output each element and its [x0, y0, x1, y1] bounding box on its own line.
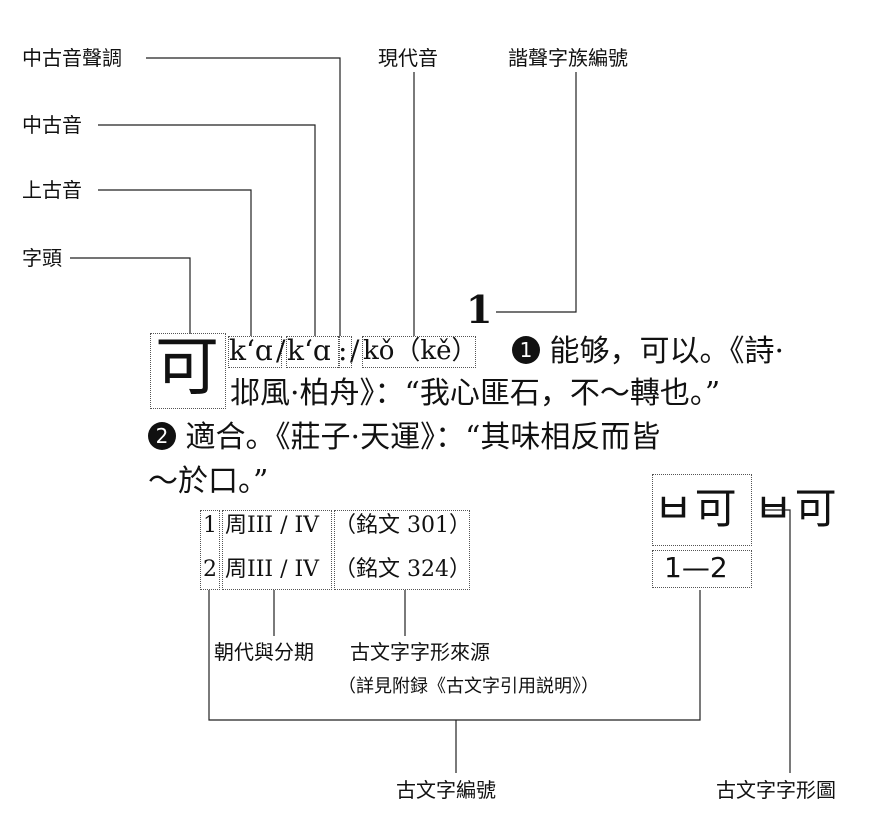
modern-box	[362, 336, 476, 368]
table-num-col	[200, 510, 220, 590]
label-head: 字頭	[22, 246, 62, 270]
head-char-box	[150, 333, 226, 409]
label-source-note: （詳見附録《古文字引用説明》）	[338, 676, 599, 697]
sense1-number: 1	[512, 336, 540, 364]
line-guwen-no	[208, 590, 701, 721]
label-guwen-img: 古文字字形圖	[716, 778, 836, 802]
table-period-col	[222, 510, 332, 590]
label-modern: 現代音	[378, 46, 438, 70]
sep2: /	[350, 334, 360, 367]
oc-box	[228, 336, 282, 368]
label-oc: 上古音	[22, 178, 82, 202]
line-mc	[98, 124, 316, 336]
sep1: /	[276, 334, 286, 367]
table-source-col	[334, 510, 470, 590]
tone-mark: :	[338, 334, 348, 367]
sense1-text-a: 能够，可以。《詩·	[549, 334, 785, 369]
label-source: 古文字字形來源	[350, 640, 490, 664]
label-dynasty: 朝代與分期	[214, 640, 314, 664]
line-oc	[98, 189, 252, 336]
label-guwen-no: 古文字編號	[396, 778, 496, 802]
sense2-text-a: 適合。《莊子·天運》：“其味相反而皆	[185, 420, 661, 455]
sense2-text-b: ～於口。”	[148, 464, 269, 499]
row1-source: （銘文 301）	[334, 513, 471, 538]
sense2-number: 2	[148, 422, 176, 450]
glyph-range-box	[652, 550, 752, 588]
row1-period: 周III / IV	[225, 513, 320, 538]
line-mc-tone	[146, 57, 341, 336]
row2-period: 周III / IV	[225, 557, 320, 582]
row1-num: 1	[203, 513, 217, 538]
ancient-glyph-forms: ㅂ可 ㅂ可	[654, 484, 839, 533]
line-guwen-img	[762, 509, 791, 773]
row2-source: （銘文 324）	[334, 557, 471, 582]
sense2-line-a: 2 適合。《莊子·天運》：“其味相反而皆	[148, 420, 660, 456]
mc-pron: k‘ɑ	[287, 334, 331, 367]
tone-box	[338, 336, 352, 368]
label-mc-tone: 中古音聲調	[22, 46, 122, 70]
label-series-no: 諧聲字族編號	[508, 46, 628, 70]
glyph-image-box	[652, 474, 752, 546]
sense1-text-b: 邶風·柏舟》：“我心匪石，不～轉也。”	[230, 376, 721, 411]
line-head	[70, 257, 191, 334]
line-series	[496, 72, 577, 313]
row2-num: 2	[203, 557, 217, 582]
glyph-range: 1—2	[664, 551, 728, 584]
sense1-line-a: 1 能够，可以。《詩·	[512, 334, 784, 370]
series-number: 1	[466, 287, 493, 332]
label-mc: 中古音	[22, 113, 82, 137]
mc-box	[286, 336, 340, 368]
oc-pron: k‘ɑ	[229, 334, 273, 367]
modern-pron: kǒ（kě）	[363, 336, 478, 366]
head-char: 可	[155, 331, 219, 405]
